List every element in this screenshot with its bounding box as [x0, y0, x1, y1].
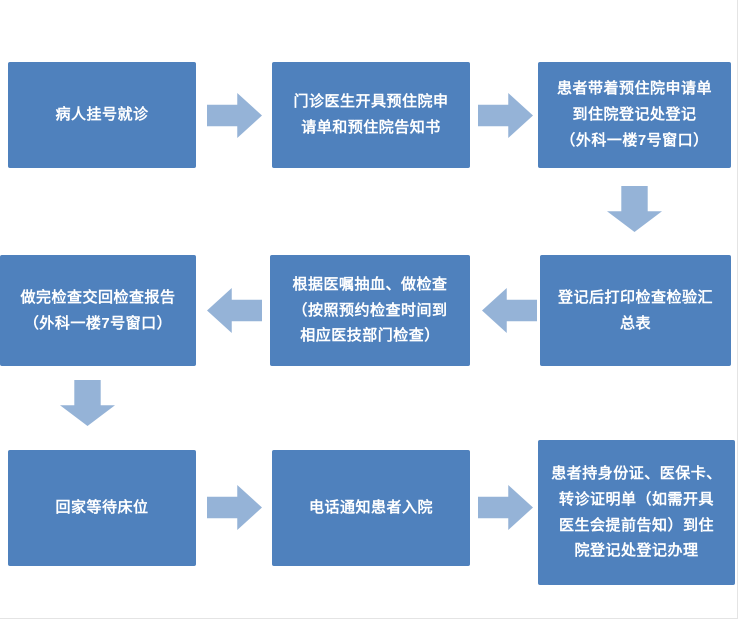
connector-arrow-2-to-3 — [478, 93, 533, 138]
connector-arrow-6-to-7 — [60, 380, 115, 426]
flow-step-2: 门诊医生开具预住院申 请单和预住院告知书 — [272, 62, 470, 168]
flow-step-4-label: 登记后打印检查检验汇 总表 — [557, 288, 713, 332]
flow-step-8-label: 电话通知患者入院 — [308, 499, 433, 517]
flow-step-2-label: 门诊医生开具预住院申 请单和预住院告知书 — [293, 93, 449, 136]
connector-arrow-7-to-8 — [207, 485, 262, 530]
flow-step-9: 患者持身份证、医保卡、 转诊证明单（如需开具 医生会提前告知）到住 院登记处登记… — [538, 440, 735, 585]
connector-arrow-1-to-2 — [207, 93, 262, 138]
flow-step-5-label: 根据医嘱抽血、做检查 （按照预约检查时间到 相应医技部门检查） — [292, 275, 448, 345]
flow-step-8: 电话通知患者入院 — [272, 450, 470, 566]
flow-step-4: 登记后打印检查检验汇 总表 — [540, 255, 731, 366]
flow-step-1: 病人挂号就诊 — [8, 62, 196, 168]
flow-step-5: 根据医嘱抽血、做检查 （按照预约检查时间到 相应医技部门检查） — [270, 255, 470, 366]
flow-step-3-label: 患者带着预住院申请单 到住院登记处登记 （外科一楼7号窗口） — [556, 80, 712, 149]
flow-step-7-label: 回家等待床位 — [55, 499, 149, 517]
connector-arrow-5-to-6 — [207, 288, 262, 333]
connector-arrow-8-to-9 — [478, 485, 533, 530]
flow-step-3: 患者带着预住院申请单 到住院登记处登记 （外科一楼7号窗口） — [538, 62, 731, 168]
flow-step-7: 回家等待床位 — [8, 450, 196, 566]
flow-step-6: 做完检查交回检查报告 （外科一楼7号窗口） — [0, 255, 196, 366]
connector-arrow-4-to-5 — [482, 288, 537, 333]
flow-step-1-label: 病人挂号就诊 — [55, 106, 149, 124]
flow-step-9-label: 患者持身份证、医保卡、 转诊证明单（如需开具 医生会提前告知）到住 院登记处登记… — [551, 464, 722, 560]
connector-arrow-3-to-4 — [607, 186, 662, 232]
flow-step-6-label: 做完检查交回检查报告 （外科一楼7号窗口） — [20, 288, 176, 332]
